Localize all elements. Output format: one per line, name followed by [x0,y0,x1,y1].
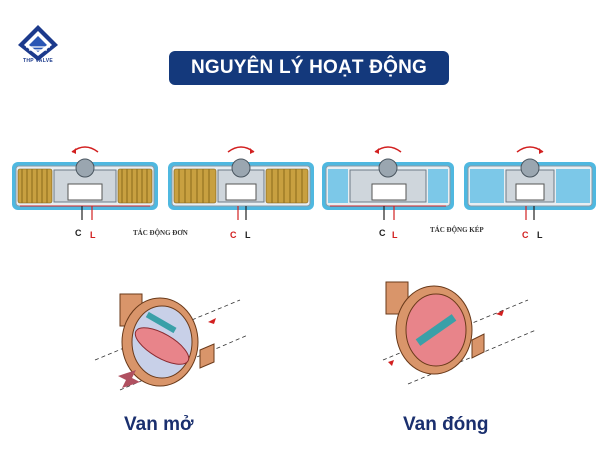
actuator-single-acting-2 [166,140,316,220]
butterfly-valve-closed [378,270,538,390]
actuator-double-acting-1 [320,140,456,220]
port-c-label: C [75,228,82,238]
actuator-double-acting-2 [462,140,598,220]
port-c-label-2: C [230,230,237,240]
double-acting-caption: TÁC ĐỘNG KÉP [430,226,484,234]
butterfly-valve-open [90,280,250,400]
port-c-label-3: C [379,228,386,238]
port-c-label-4: C [522,230,529,240]
port-l-label-2: L [245,230,251,240]
port-l-label-3: L [392,230,398,240]
valve-closed-label: Van đóng [403,414,489,436]
page-title: NGUYÊN LÝ HOẠT ĐỘNG [169,51,449,85]
port-l-label: L [90,230,96,240]
logo-text: THP VALVE [14,58,62,64]
port-l-label-4: L [537,230,543,240]
actuator-single-acting-1 [10,140,160,220]
single-acting-caption: TÁC ĐỘNG ĐƠN [133,229,188,237]
valve-open-label: Van mở [124,414,193,436]
